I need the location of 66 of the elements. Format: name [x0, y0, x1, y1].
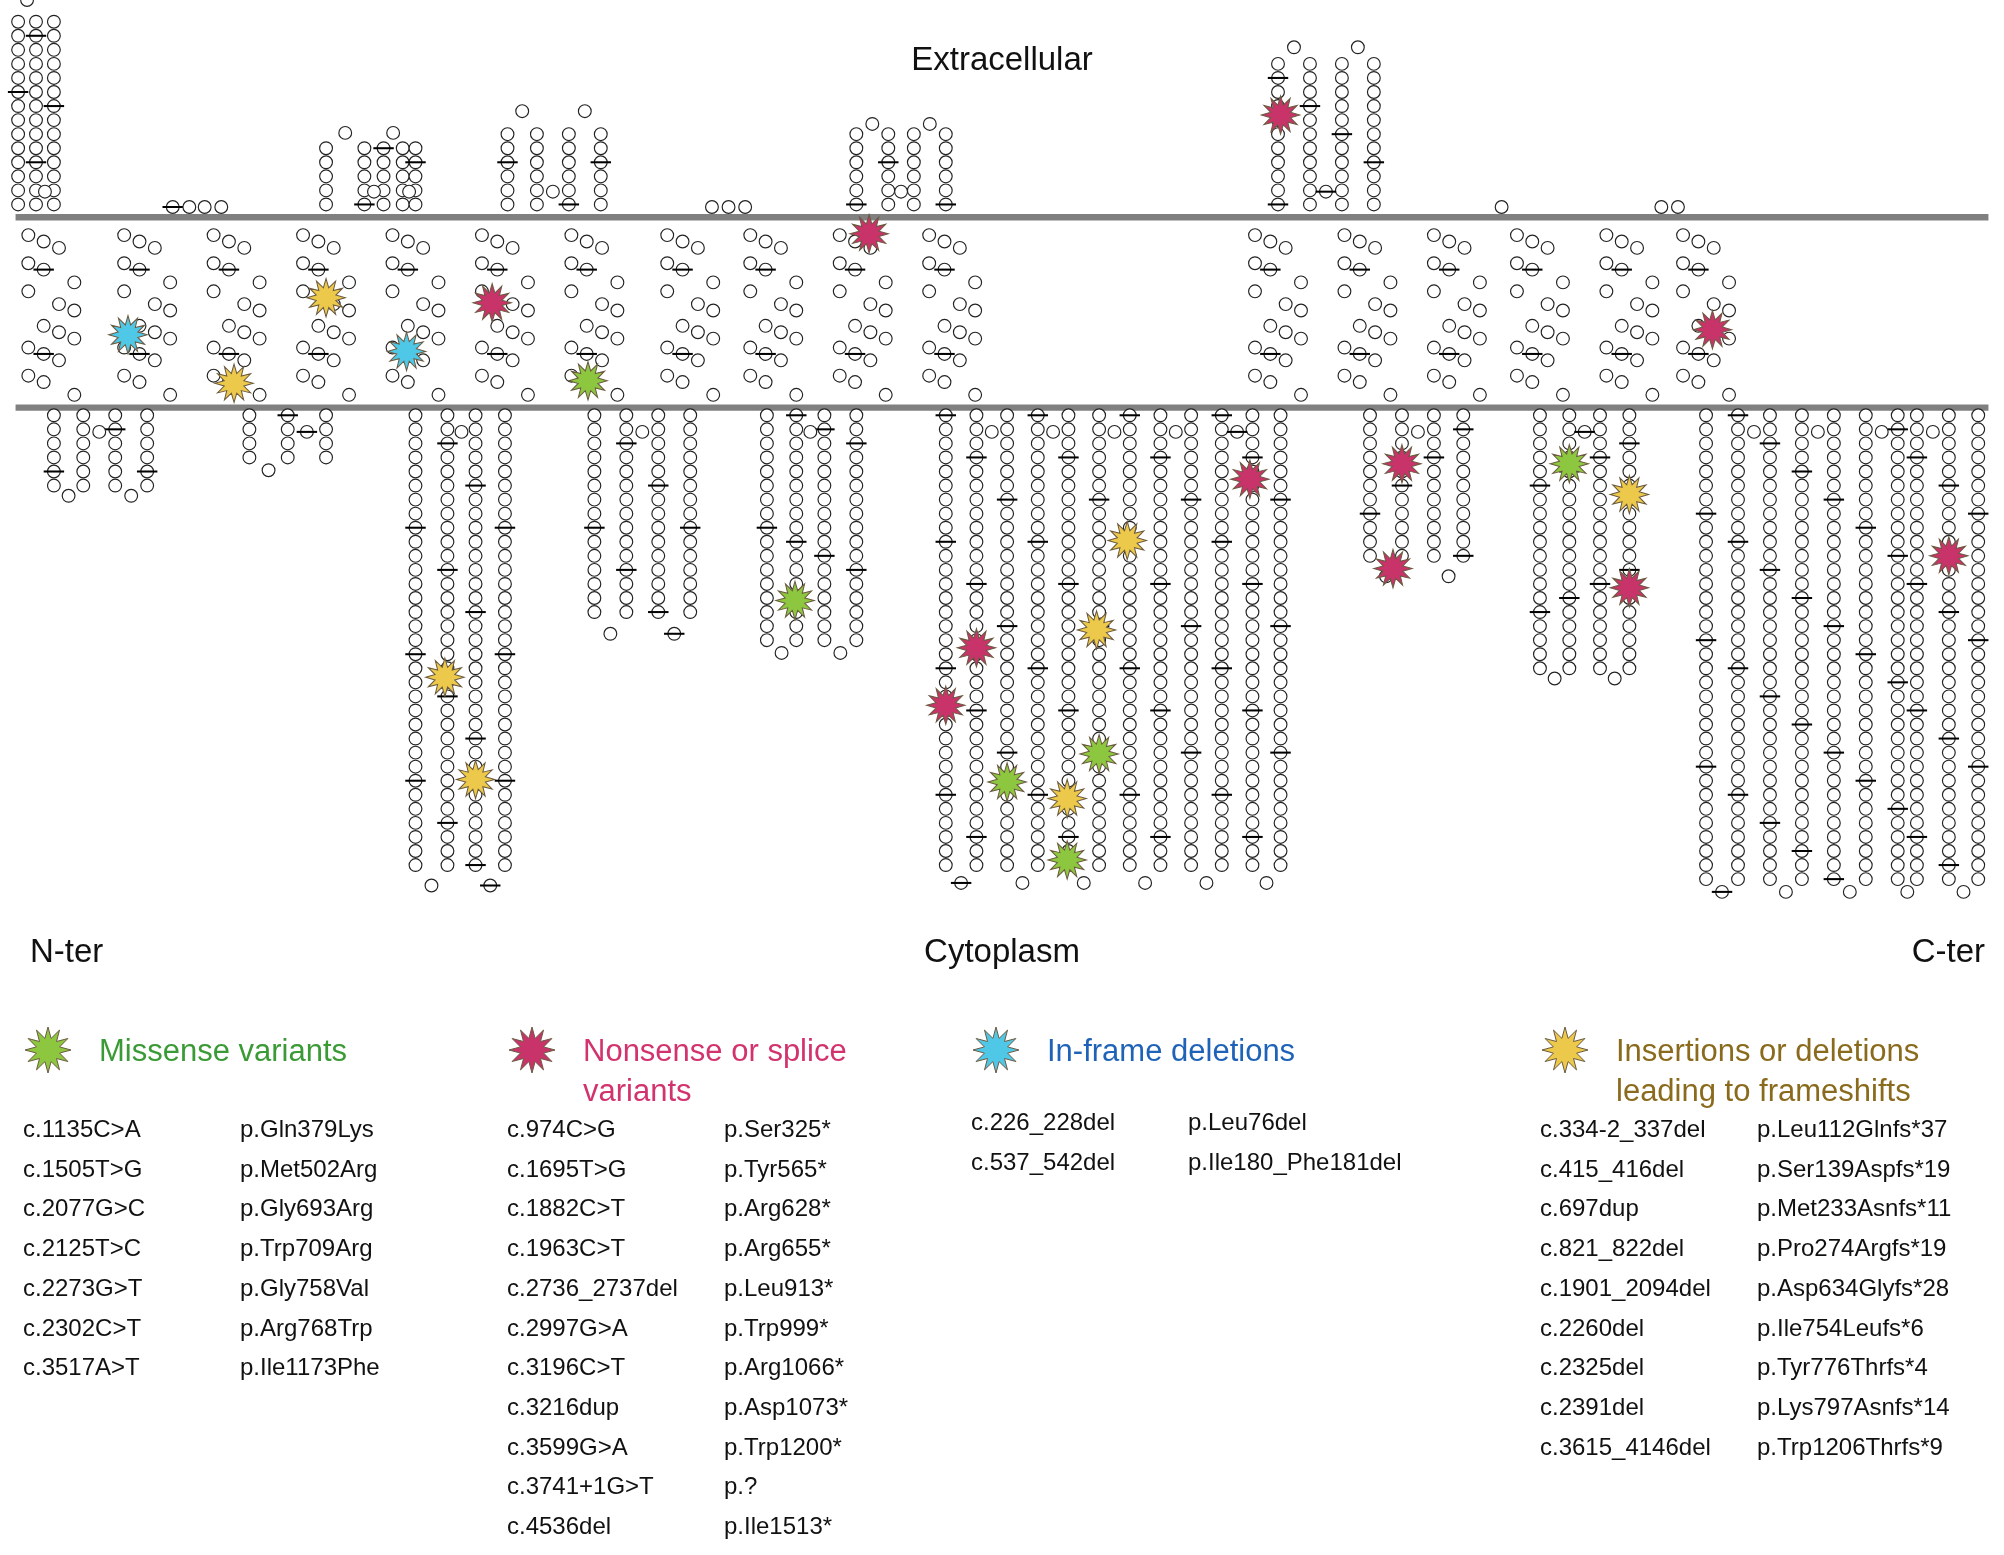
legend-label: In-frame deletions	[1047, 1032, 1297, 1070]
protein-variant: p.Leu913*	[724, 1273, 834, 1302]
protein-variant: p.Met233Asnfs*11	[1757, 1194, 1952, 1223]
protein-variant: p.Leu112Glnfs*37	[1757, 1115, 1948, 1143]
legend-label: Missense variants	[99, 1032, 349, 1070]
protein-variant: p.Ser325*	[724, 1115, 831, 1143]
cdna-variant: c.3615_4146del	[1540, 1432, 1711, 1461]
cdna-variant: c.2997G>A	[507, 1313, 628, 1342]
protein-variant: p.Asp634Glyfs*28	[1757, 1273, 1950, 1302]
protein-variant: p.?	[724, 1472, 758, 1501]
cdna-variant: c.1901_2094del	[1540, 1273, 1711, 1302]
protein-variant: p.Ile180_Phe181del	[1188, 1147, 1402, 1176]
cdna-variant: c.2302C>T	[23, 1313, 142, 1342]
protein-variant: p.Arg655*	[724, 1234, 831, 1263]
protein-variant: p.Met502Arg	[240, 1154, 378, 1183]
protein-variant: p.Ile754Leufs*6	[1757, 1313, 1924, 1342]
cdna-variant: c.1882C>T	[507, 1194, 626, 1223]
cdna-variant: c.1135C>A	[23, 1115, 141, 1143]
cdna-variant: c.974C>G	[507, 1115, 616, 1143]
protein-variant: p.Trp709Arg	[240, 1234, 373, 1263]
cdna-variant: c.2736_2737del	[507, 1273, 678, 1302]
legend-label: Insertions or deletions leading to frameshifts	[1616, 1032, 1921, 1110]
cdna-variant: c.821_822del	[1540, 1234, 1685, 1263]
cdna-variant: c.2077G>C	[23, 1194, 146, 1223]
protein-variant: p.Trp999*	[724, 1313, 829, 1342]
cdna-variant: c.3196C>T	[507, 1353, 626, 1382]
protein-variant: p.Gly693Arg	[240, 1194, 374, 1223]
protein-variant: p.Gly758Val	[240, 1273, 369, 1302]
protein-variant: p.Arg1066*	[724, 1353, 845, 1382]
cdna-variant: c.2391del	[1540, 1392, 1645, 1421]
protein-variant: p.Trp1200*	[724, 1432, 842, 1461]
cdna-variant: c.226_228del	[971, 1108, 1116, 1136]
cdna-variant: c.2273G>T	[23, 1273, 143, 1302]
protein-variant: p.Lys797Asnfs*14	[1757, 1392, 1950, 1421]
protein-variant: p.Ser139Aspfs*19	[1757, 1154, 1951, 1183]
protein-variant: p.Ile1513*	[724, 1512, 833, 1540]
cdna-variant: c.334-2_337del	[1540, 1115, 1706, 1143]
protein-variant: p.Asp1073*	[724, 1392, 849, 1421]
cdna-variant: c.2325del	[1540, 1353, 1645, 1382]
protein-variant: p.Tyr776Thrfs*4	[1757, 1353, 1928, 1382]
protein-variant: p.Ile1173Phe	[240, 1353, 380, 1382]
cdna-variant: c.1695T>G	[507, 1154, 627, 1183]
cdna-variant: c.1963C>T	[507, 1234, 626, 1263]
protein-variant: p.Arg768Trp	[240, 1313, 373, 1342]
protein-variant: p.Arg628*	[724, 1194, 831, 1223]
cdna-variant: c.1505T>G	[23, 1154, 143, 1183]
region-label: Extracellular	[911, 40, 1093, 78]
cdna-variant: c.2260del	[1540, 1313, 1645, 1342]
cdna-variant: c.4536del	[507, 1512, 612, 1540]
protein-variant: p.Leu76del	[1188, 1108, 1307, 1136]
cdna-variant: c.697dup	[1540, 1194, 1639, 1223]
cdna-variant: c.3517A>T	[23, 1353, 140, 1382]
protein-variant: p.Pro274Argfs*19	[1757, 1234, 1947, 1263]
terminus-label: N-ter	[30, 932, 104, 970]
protein-variant: p.Trp1206Thrfs*9	[1757, 1432, 1943, 1461]
cdna-variant: c.3216dup	[507, 1392, 620, 1421]
cdna-variant: c.3599G>A	[507, 1432, 628, 1461]
cdna-variant: c.3741+1G>T	[507, 1472, 654, 1501]
terminus-label: C-ter	[1911, 932, 1985, 970]
cdna-variant: c.415_416del	[1540, 1154, 1685, 1183]
protein-variant: p.Gln379Lys	[240, 1115, 374, 1143]
legend-label: Nonsense or splice variants	[583, 1032, 848, 1110]
cdna-variant: c.537_542del	[971, 1147, 1116, 1176]
cdna-variant: c.2125T>C	[23, 1234, 142, 1263]
protein-variant: p.Tyr565*	[724, 1154, 827, 1183]
region-label: Cytoplasm	[924, 932, 1080, 970]
